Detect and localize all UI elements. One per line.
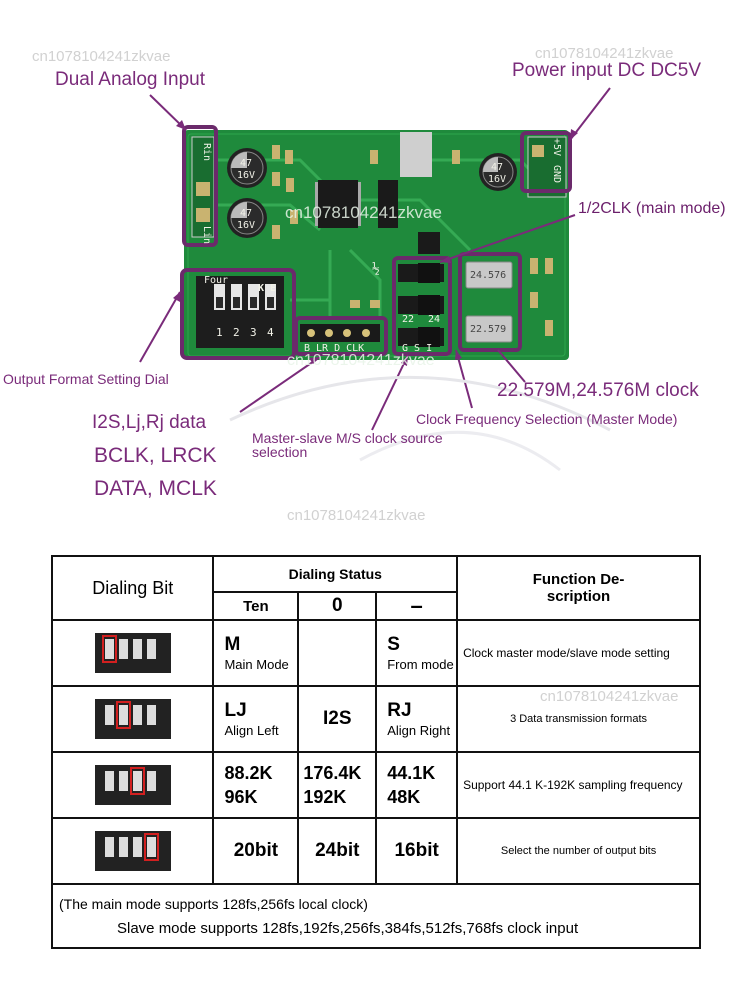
- header-function-description: Function De- scription: [456, 555, 701, 621]
- output-format-dial-callout: Output Format Setting Dial: [3, 371, 169, 387]
- table-row: 20bit 24bit 16bit Select the number of o…: [50, 817, 701, 885]
- pin-labels: B LR D CLK: [304, 343, 365, 354]
- data-lines-callout-2: BCLK, LRCK: [94, 444, 217, 467]
- cell-description: Select the number of output bits: [456, 817, 701, 885]
- header-dialing-status: Dialing Status: [212, 555, 459, 593]
- dip-switch-icon: [50, 619, 215, 687]
- capacitor-icon: [227, 198, 267, 238]
- dac-chip: [318, 180, 358, 228]
- col-dash: –: [375, 591, 459, 621]
- rin-label: Rin: [201, 143, 212, 162]
- cell-description: 3 Data transmission formats: [456, 685, 701, 753]
- capacitor-label: 16V: [237, 170, 256, 181]
- plus5v-label: +5V: [551, 138, 562, 157]
- half-clk-callout: 1/2CLK (main mode): [578, 200, 726, 217]
- cell-left: 20bit: [212, 817, 300, 885]
- data-lines-callout-1: I2S,Lj,Rj data: [92, 412, 207, 433]
- dip-num: 3: [250, 326, 257, 339]
- data-lines-callout-3: DATA, MCLK: [94, 477, 217, 500]
- cell-mid: I2S: [297, 685, 378, 753]
- capacitor-label: 47: [240, 208, 253, 219]
- dip-four-label: Four: [204, 275, 229, 286]
- watermark: cn1078104241zkvae: [32, 48, 171, 65]
- header-function-text: scription: [546, 588, 611, 605]
- notes-cell: (The main mode supports 128fs,256fs loca…: [51, 883, 701, 949]
- capacitor-icon: [227, 148, 267, 188]
- cell-mid: 24bit: [297, 817, 378, 885]
- crystal-label: 22.579: [470, 324, 507, 335]
- dial-setting-table: Dialing Bit Dialing Status Function De- …: [50, 555, 701, 949]
- watermark: cn1078104241zkvae: [287, 352, 435, 369]
- dip-switch-icon: [50, 685, 215, 753]
- power-input-callout: Power input DC DC5V: [512, 60, 702, 81]
- pcb-illustration: [139, 87, 611, 472]
- n24-label: 24: [428, 314, 441, 325]
- crystal-label: 24.576: [470, 270, 507, 281]
- dip-num: 4: [267, 326, 274, 339]
- col-ten: Ten: [212, 591, 300, 621]
- cell-description: Clock master mode/slave mode setting: [456, 619, 701, 687]
- dip-ke-label: K E: [258, 283, 277, 294]
- clock-values-callout: 22.579M,24.576M clock: [497, 380, 699, 401]
- ms-clock-source-callout: Master-slave M/S clock source: [252, 430, 443, 446]
- cell-mid: [297, 619, 378, 687]
- watermark: cn1078104241zkvae: [285, 203, 442, 222]
- capacitor-label: 16V: [488, 174, 507, 185]
- col-zero: 0: [297, 591, 378, 621]
- ms-clock-source-callout-2: selection: [252, 444, 308, 460]
- dip-switch-icon: [50, 751, 215, 819]
- dip-num: 2: [233, 326, 240, 339]
- watermark: cn1078104241zkvae: [287, 507, 426, 524]
- watermark: cn1078104241zkvae: [535, 45, 674, 62]
- header-dialing-bit: Dialing Bit: [50, 555, 215, 621]
- note-slave-mode: Slave mode supports 128fs,192fs,256fs,38…: [117, 919, 579, 937]
- capacitor-icon: [479, 153, 517, 191]
- capacitor-label: 47: [491, 162, 504, 173]
- cell-description: Support 44.1 K-192K sampling frequency: [456, 751, 701, 819]
- half-label: ½: [372, 262, 380, 277]
- lin-label: Lin: [201, 226, 212, 245]
- header-function-text: Function De-: [532, 571, 625, 588]
- n22-label: 22: [402, 314, 415, 325]
- note-main-mode: (The main mode supports 128fs,256fs loca…: [59, 895, 368, 912]
- dip-switch-icon: [50, 817, 215, 885]
- capacitor-label: 47: [240, 158, 253, 169]
- dual-analog-input-callout: Dual Analog Input: [55, 69, 206, 90]
- gnd-label: GND: [551, 165, 562, 184]
- cell-right: 16bit: [375, 817, 459, 885]
- clock-freq-selection-callout: Clock Frequency Selection (Master Mode): [416, 411, 678, 427]
- dip-num: 1: [216, 326, 223, 339]
- select-labels: G S I: [402, 343, 433, 354]
- capacitor-label: 16V: [237, 220, 256, 231]
